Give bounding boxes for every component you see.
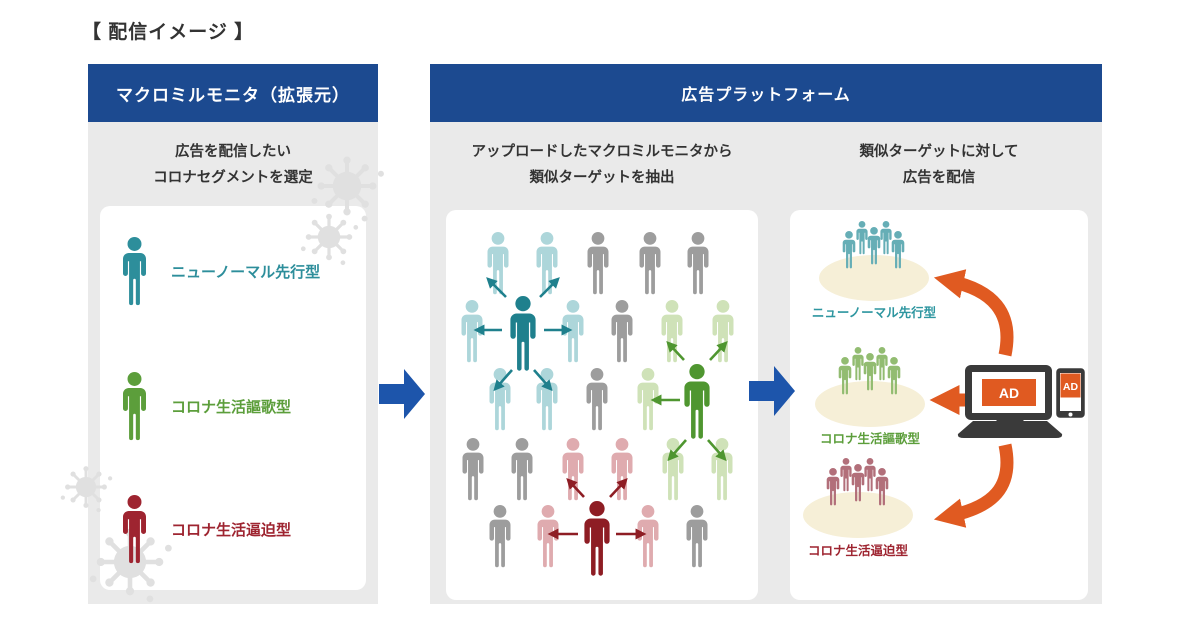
monitor-panel-description: 広告を配信したい コロナセグメントを選定 (88, 139, 378, 191)
laptop-icon: AD (957, 365, 1063, 438)
extract-description-line2: 類似ターゲットを抽出 (529, 170, 675, 186)
deliver-description-line1: 類似ターゲットに対して (859, 144, 1019, 160)
extraction-arrow-icon (486, 277, 507, 298)
ad-arrow-bottom-icon (933, 443, 1014, 528)
group-label-ouka: コロナ生活謳歌型 (819, 432, 920, 446)
audience-group (803, 458, 913, 538)
extraction-arrow-icon (566, 478, 585, 498)
platform-panel-header: 広告プラットフォーム (430, 64, 1102, 122)
person-icon (637, 368, 659, 431)
group-label-new-normal: ニューノーマル先行型 (811, 306, 937, 320)
person-icon (489, 505, 511, 568)
group-label-hippaku: コロナ生活逼迫型 (807, 544, 908, 558)
person-icon (123, 371, 146, 440)
person-icon (511, 438, 533, 501)
segment-label: コロナ生活謳歌型 (171, 398, 292, 416)
flow-arrow-icon (379, 369, 425, 419)
monitor-description-line2: コロナセグメントを選定 (153, 170, 313, 186)
phone-ad-label: AD (1063, 381, 1079, 393)
person-icon (537, 505, 559, 568)
phone-icon: AD (1053, 365, 1088, 421)
extraction-arrow-icon (539, 277, 560, 298)
extraction-arrow-icon (493, 369, 513, 392)
person-icon (462, 438, 484, 501)
ad-arrow-top-icon (933, 269, 1014, 357)
focal-person-icon (684, 364, 710, 439)
extract-description-line1: アップロードしたマクロミルモニタから (471, 144, 733, 160)
lookalike-crowd-graphic (461, 232, 734, 576)
virus-icon (59, 464, 113, 514)
person-icon (611, 300, 633, 363)
person-icon (536, 232, 558, 295)
group-person-icon (856, 221, 868, 255)
focal-person-icon (584, 501, 610, 576)
extract-step-description: アップロードしたマクロミルモニタから 類似ターゲットを抽出 (446, 139, 758, 191)
audience-groups (803, 221, 929, 538)
deliver-step-description: 類似ターゲットに対して 広告を配信 (790, 139, 1088, 191)
person-icon (586, 368, 608, 431)
ad-delivery-graphic: AD AD (803, 221, 1088, 538)
segment-label: ニューノーマル先行型 (171, 263, 321, 281)
extraction-arrow-icon (609, 478, 628, 498)
extraction-arrow-icon (709, 341, 728, 361)
person-icon (562, 438, 584, 501)
group-person-icon (864, 458, 876, 492)
person-icon (489, 368, 511, 431)
group-ellipse (819, 255, 929, 301)
monitor-panel-header: マクロミルモニタ（拡張元） (88, 64, 378, 122)
deliver-description-line2: 広告を配信 (902, 170, 976, 186)
laptop-ad-label: AD (999, 385, 1019, 401)
segment-row-new-normal: ニューノーマル先行型 (118, 236, 320, 306)
monitor-description-line1: 広告を配信したい (175, 144, 291, 160)
segment-label: コロナ生活逼迫型 (171, 521, 292, 539)
person-icon (639, 232, 661, 295)
person-icon (687, 232, 709, 295)
group-person-icon (880, 221, 892, 255)
person-icon (123, 236, 146, 305)
page-title: 【 配信イメージ 】 (82, 22, 255, 43)
person-icon (661, 300, 683, 363)
group-ellipse (803, 492, 913, 538)
segment-row-hippaku: コロナ生活逼迫型 (118, 494, 291, 564)
person-icon (637, 505, 659, 568)
person-icon (487, 232, 509, 295)
person-icon (686, 505, 708, 568)
group-person-icon (840, 458, 852, 492)
segment-row-ouka: コロナ生活謳歌型 (118, 371, 291, 441)
focal-person-icon (510, 296, 536, 371)
extraction-arrow-icon (533, 369, 553, 392)
audience-group (819, 221, 929, 301)
group-person-icon (876, 347, 888, 381)
group-person-icon (852, 347, 864, 381)
extraction-arrow-icon (707, 439, 727, 462)
group-ellipse (815, 381, 925, 427)
person-icon (123, 494, 146, 563)
flow-arrow-icon (749, 366, 795, 416)
extraction-arrow-icon (666, 341, 685, 361)
extraction-arrow-icon (667, 439, 687, 462)
person-icon (587, 232, 609, 295)
audience-group (815, 347, 925, 427)
